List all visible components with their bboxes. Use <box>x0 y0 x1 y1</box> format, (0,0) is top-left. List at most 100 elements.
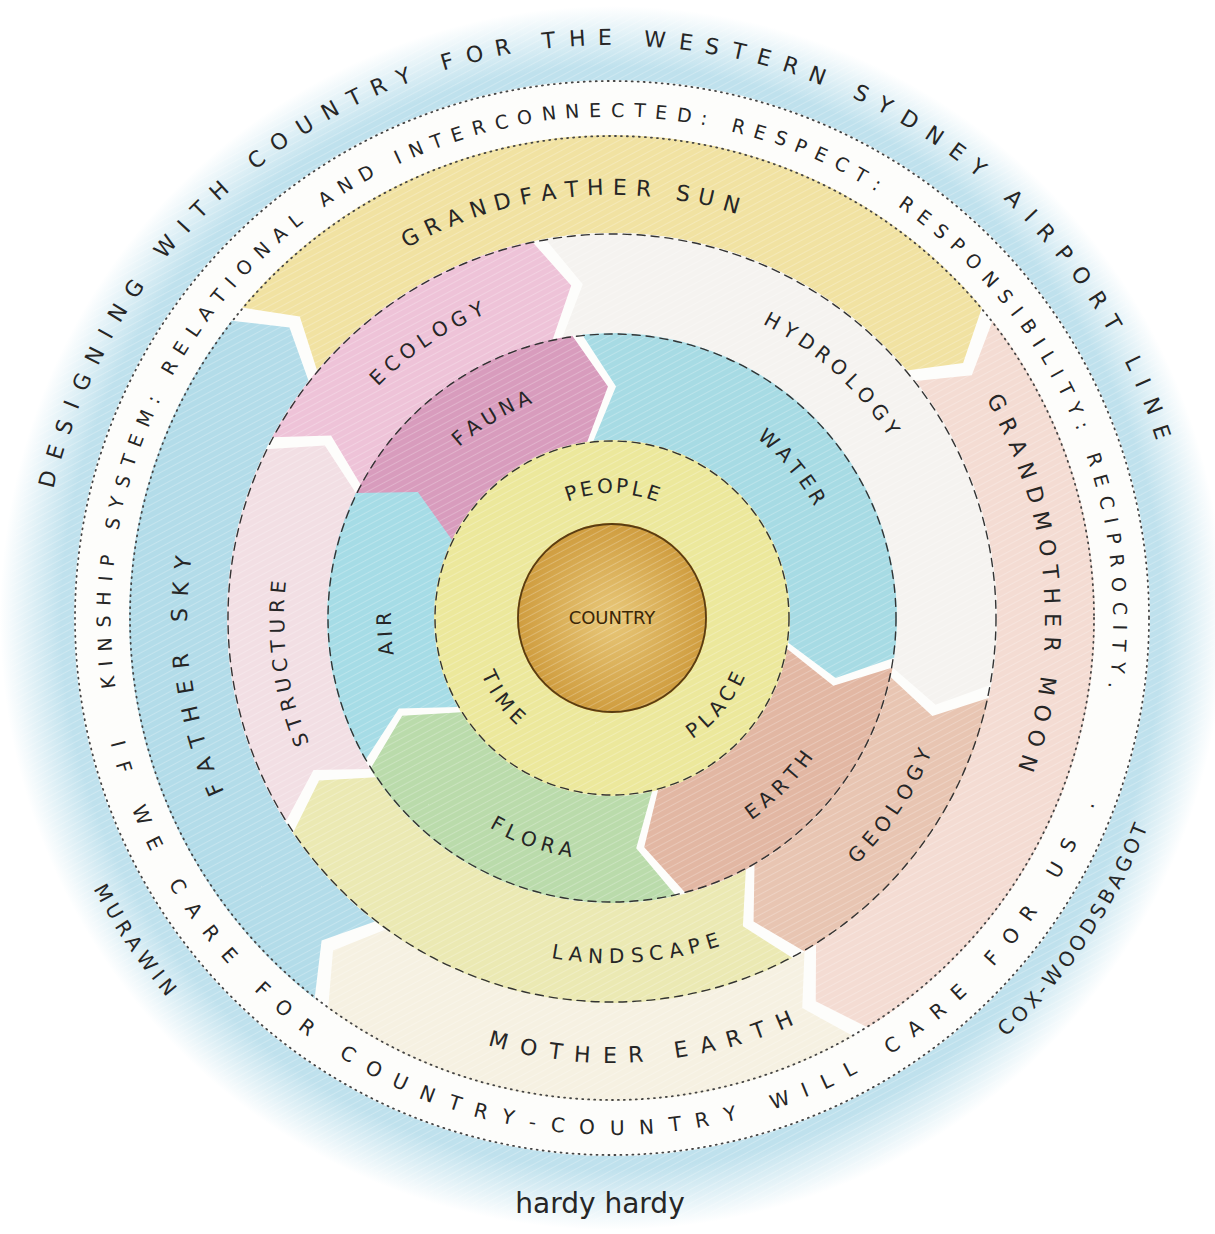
letter: A <box>667 939 684 961</box>
letter <box>228 164 248 185</box>
letter: E <box>143 833 167 853</box>
letter <box>715 112 725 132</box>
letter: G <box>448 306 471 331</box>
letter: T <box>208 285 230 306</box>
ring-outline <box>328 334 896 902</box>
element-name: EARTH <box>740 746 817 823</box>
letter: T <box>851 164 870 186</box>
letter: N <box>540 104 556 125</box>
letter: P <box>1104 532 1125 546</box>
letter: E <box>914 206 935 228</box>
letter: C <box>244 146 270 173</box>
letter: H <box>573 1043 591 1066</box>
letter: Y <box>107 495 128 511</box>
letter: . <box>1077 797 1098 810</box>
letter: R <box>926 998 949 1022</box>
letter: S <box>169 608 191 622</box>
motto-text: IF WE CARE FOR COUNTRY-COUNTRY WILL CARE… <box>107 738 1098 1139</box>
letter: A <box>268 223 290 246</box>
letter: H <box>772 1007 796 1034</box>
letter: C <box>1110 602 1129 616</box>
element-name: WATER <box>754 425 830 509</box>
letter: T <box>541 30 557 53</box>
letter: N <box>806 62 829 88</box>
letter: E <box>578 477 594 499</box>
letter: S <box>772 128 790 150</box>
letter <box>883 184 898 203</box>
letter: I <box>222 274 240 291</box>
letter: I <box>96 660 115 667</box>
letter: F <box>203 779 228 799</box>
letter: A <box>182 899 206 922</box>
letter: . <box>1106 681 1126 690</box>
letter: : <box>869 175 884 195</box>
letter: F <box>113 758 135 775</box>
letter: N <box>81 343 108 368</box>
letter <box>833 73 848 96</box>
credit: COX-WOODSBAGOT <box>994 820 1151 1039</box>
letter: O <box>962 249 986 273</box>
letter: E <box>947 981 970 1004</box>
letter: D <box>36 468 61 490</box>
letter: H <box>568 28 586 51</box>
letter: S <box>288 730 311 749</box>
letter: E <box>217 943 240 966</box>
letter: W <box>129 802 155 828</box>
letter: A <box>194 302 217 324</box>
letter: O <box>998 924 1023 949</box>
letter: T <box>185 731 210 750</box>
letter: N <box>1014 751 1040 774</box>
letter: N <box>105 300 132 326</box>
letter: G <box>121 275 149 302</box>
system-ring: ECOLOGYHYDROLOGYGEOLOGYLANDSCAPESTRUCTUR… <box>227 233 997 1003</box>
system-name: STRUCTURE <box>266 579 312 750</box>
core-word: PLACE <box>682 668 748 742</box>
letter: Y <box>874 93 896 119</box>
letter: P <box>792 136 810 158</box>
letter: P <box>97 554 117 568</box>
elder-ring: GRANDFATHER SUNGRANDMOTHER MOONMOTHER EA… <box>129 135 1095 1101</box>
letter: A <box>568 943 584 964</box>
letter: R <box>158 357 181 378</box>
letter: E <box>174 679 198 696</box>
letter: E <box>1090 472 1112 489</box>
letter: F <box>518 185 535 209</box>
outer-ring: DESIGNING WITH COUNTRY FOR THE WESTERN S… <box>9 15 1215 1221</box>
letter: N <box>406 138 426 161</box>
letter: S <box>112 473 134 490</box>
letter <box>986 172 1006 193</box>
letter: O <box>463 42 485 67</box>
letter: E <box>602 1045 616 1067</box>
letter: S <box>52 416 77 436</box>
letter: B <box>1017 316 1040 338</box>
letter: O <box>1022 727 1048 750</box>
letter: O <box>1029 702 1054 724</box>
letter: R <box>472 1100 491 1123</box>
letter: D <box>355 162 377 186</box>
system-name: ECOLOGY <box>365 298 487 389</box>
element-name: FLORA <box>487 812 575 861</box>
letter: E <box>673 1039 690 1063</box>
letter: E <box>1149 422 1174 442</box>
letter: S <box>994 286 1016 307</box>
letter: N <box>565 102 581 122</box>
letter: R <box>538 834 557 857</box>
letter: I <box>61 398 84 412</box>
ring-outline <box>435 441 789 795</box>
letter: I <box>107 739 128 750</box>
letter <box>1038 660 1061 669</box>
letter: R <box>628 1044 644 1067</box>
letter: R <box>368 74 391 100</box>
letter: C <box>550 1114 566 1135</box>
letter: T <box>268 639 289 653</box>
letter: I <box>799 1080 812 1101</box>
letter: R <box>1016 901 1040 924</box>
letter: R <box>1033 220 1060 246</box>
letter: A <box>1005 437 1031 459</box>
letter: R <box>1083 450 1105 468</box>
kin-name: GRANDMOTHER MOON <box>982 390 1064 775</box>
letter: G <box>844 842 869 867</box>
letter: C <box>493 112 510 133</box>
letter: N <box>317 98 342 125</box>
letter: C <box>648 942 664 964</box>
